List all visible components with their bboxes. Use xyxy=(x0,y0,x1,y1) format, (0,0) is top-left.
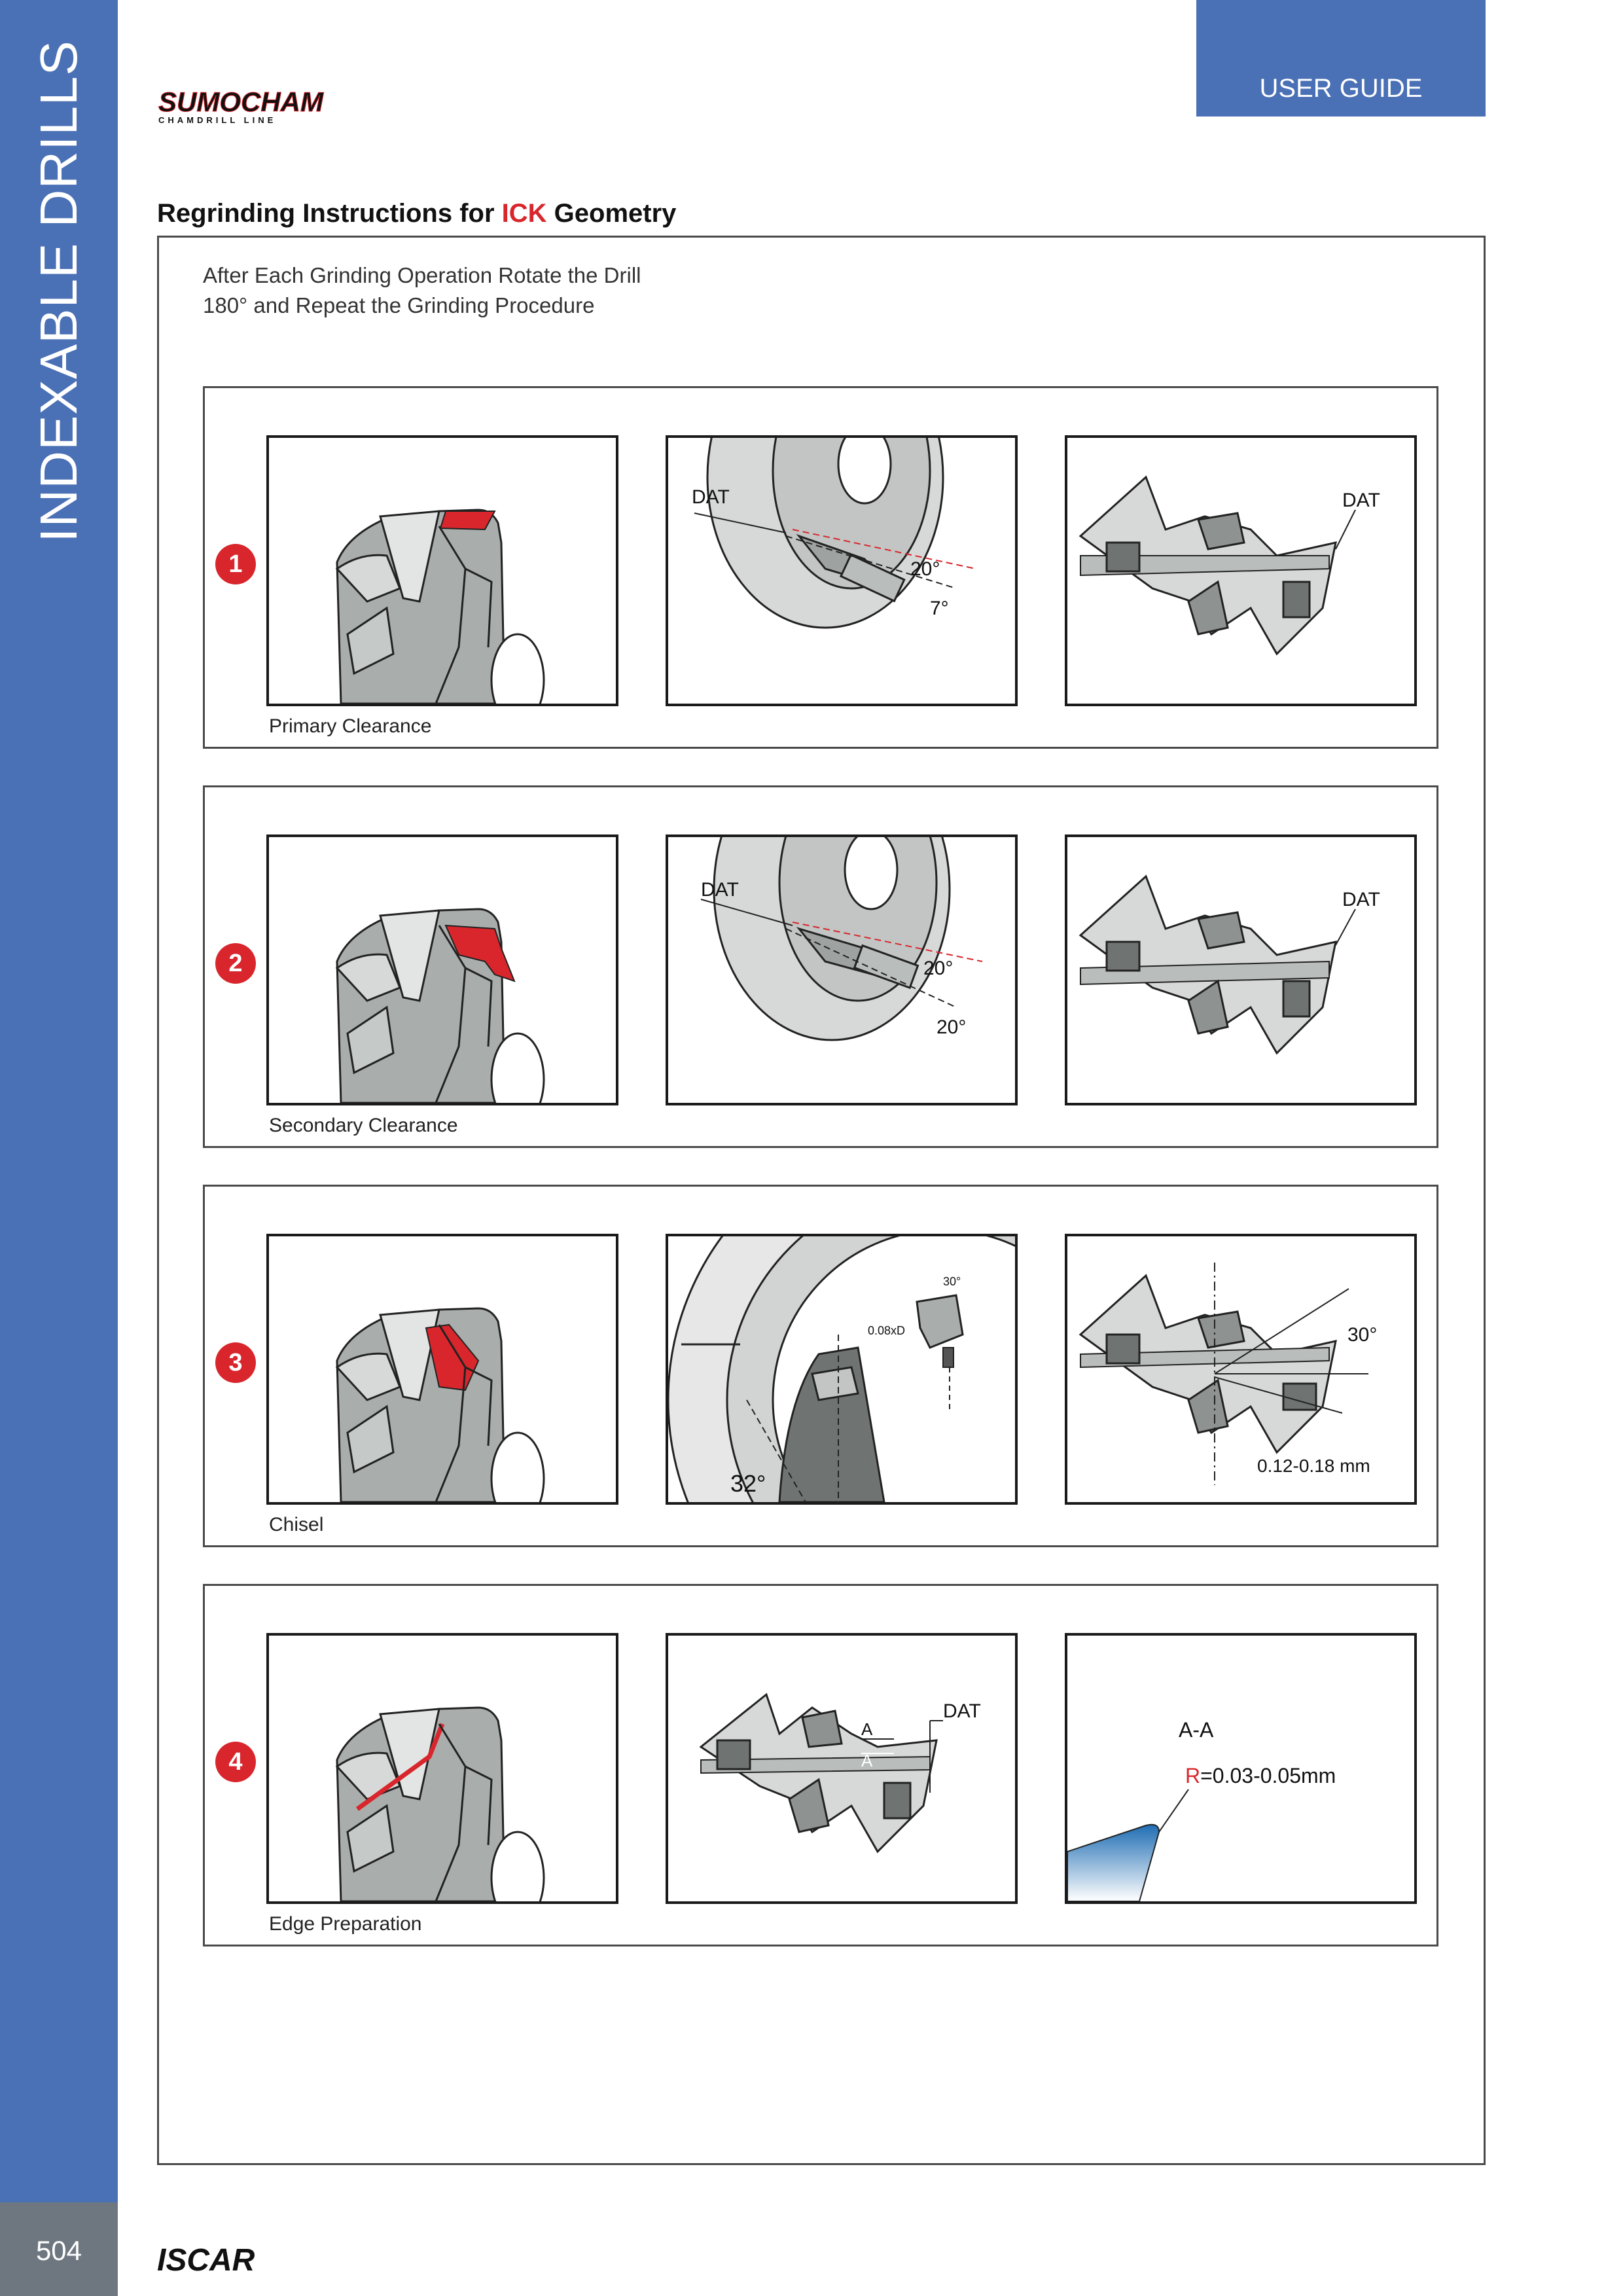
sidebar: INDEXABLE DRILLS xyxy=(0,0,118,2202)
drill-top-view: DAT xyxy=(1065,834,1417,1105)
svg-text:7°: 7° xyxy=(930,598,949,619)
svg-text:30°: 30° xyxy=(1347,1324,1377,1346)
svg-text:0.12-0.18 mm: 0.12-0.18 mm xyxy=(1257,1456,1370,1476)
intro-text: After Each Grinding Operation Rotate the… xyxy=(203,263,641,317)
geometry-name: ICK xyxy=(501,199,547,228)
svg-text:30°: 30° xyxy=(943,1275,961,1288)
svg-text:0.08xD: 0.08xD xyxy=(868,1324,905,1337)
svg-text:A: A xyxy=(861,1719,873,1739)
drill-head-illustration xyxy=(266,834,618,1105)
svg-text:DAT: DAT xyxy=(943,1700,981,1722)
sumocham-logo: SUMOCHAM CHAMDRILL LINE xyxy=(156,86,365,126)
iscar-brand: ISCAR xyxy=(157,2243,255,2278)
svg-text:R=0.03-0.05mm: R=0.03-0.05mm xyxy=(1185,1764,1336,1787)
step-number-badge: 2 xyxy=(215,943,256,984)
page-title: Regrinding Instructions for ICK Geometry xyxy=(157,199,677,228)
svg-text:20°: 20° xyxy=(910,558,940,580)
content-frame xyxy=(157,236,1486,2165)
svg-text:DAT: DAT xyxy=(1342,490,1380,511)
svg-text:32°: 32° xyxy=(730,1470,766,1497)
step-primary-clearance: DAT 20° 7° DAT 1 Primary Clearance xyxy=(203,386,1438,749)
svg-text:DAT: DAT xyxy=(1342,889,1380,910)
step-number-badge: 4 xyxy=(215,1742,256,1782)
section-title: INDEXABLE DRILLS xyxy=(29,40,88,543)
page-number-box: 504 xyxy=(0,2202,118,2296)
drill-head-illustration xyxy=(266,1234,618,1505)
svg-text:SUMOCHAM: SUMOCHAM xyxy=(158,86,324,117)
svg-text:A-A: A-A xyxy=(1179,1718,1214,1742)
step-caption: Secondary Clearance xyxy=(269,1115,458,1136)
user-guide-tab: USER GUIDE xyxy=(1196,0,1486,117)
step-number-badge: 3 xyxy=(215,1342,256,1383)
page-number: 504 xyxy=(35,2235,82,2266)
svg-text:DAT: DAT xyxy=(692,486,730,508)
svg-text:DAT: DAT xyxy=(701,879,739,901)
edge-section-view: A-A R=0.03-0.05mm xyxy=(1065,1633,1417,1904)
step-secondary-clearance: DAT 20° 20° DAT 2 Secondary Clearance xyxy=(203,785,1438,1148)
svg-text:20°: 20° xyxy=(936,1016,966,1038)
svg-text:CHAMDRILL LINE: CHAMDRILL LINE xyxy=(158,115,276,125)
step-caption: Primary Clearance xyxy=(269,715,432,737)
step-number-badge: 1 xyxy=(215,544,256,584)
drill-head-illustration xyxy=(266,435,618,706)
grinding-wheel-illustration: DAT 20° 7° xyxy=(666,435,1018,706)
svg-text:A: A xyxy=(861,1751,873,1770)
drill-top-view: A A DAT xyxy=(666,1633,1018,1904)
drill-head-illustration xyxy=(266,1633,618,1904)
grinding-wheel-illustration: DAT 20° 20° xyxy=(666,834,1018,1105)
step-edge-preparation: A A DAT A-A R=0.03-0.05mm 4 Edge Prepara… xyxy=(203,1584,1438,1946)
svg-text:20°: 20° xyxy=(923,958,953,979)
drill-top-view: 30° 0.12-0.18 mm xyxy=(1065,1234,1417,1505)
step-chisel: 32° 30° 0.08xD 30° 0.12-0.18 mm 3 Chisel xyxy=(203,1185,1438,1547)
drill-top-view: DAT xyxy=(1065,435,1417,706)
step-caption: Chisel xyxy=(269,1514,324,1535)
user-guide-label: USER GUIDE xyxy=(1259,74,1423,103)
step-caption: Edge Preparation xyxy=(269,1913,422,1935)
grinding-wheel-illustration: 32° 30° 0.08xD xyxy=(666,1234,1018,1505)
